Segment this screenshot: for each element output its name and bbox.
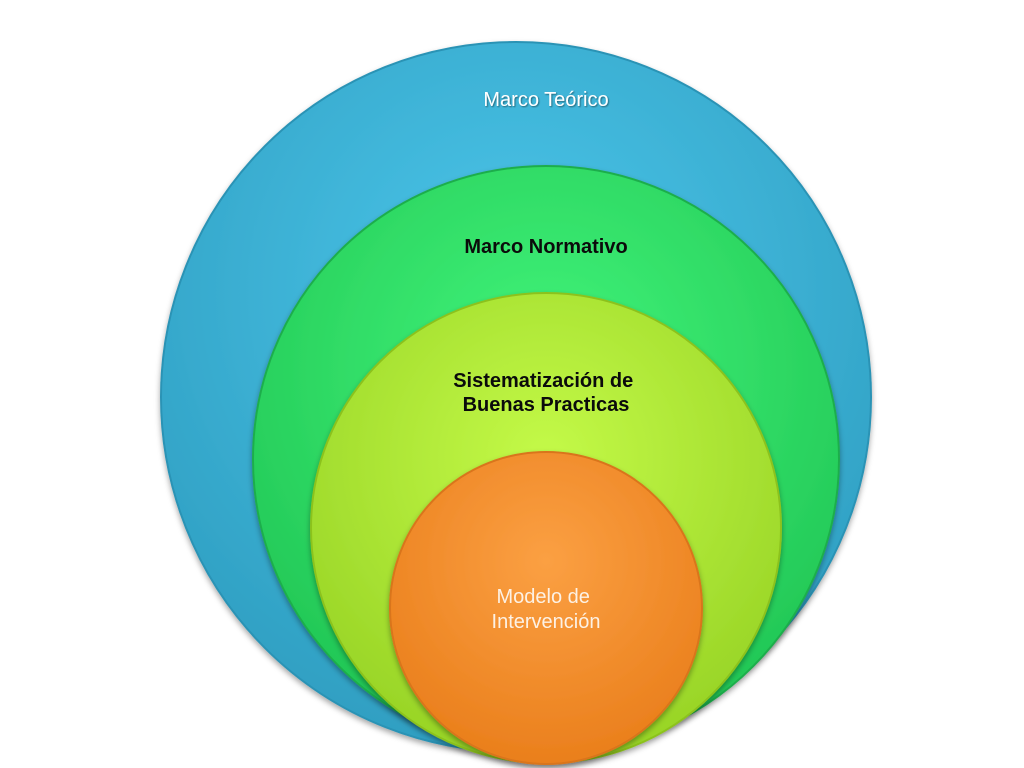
label-modelo-intervencion: Modelo de Intervención [492,586,601,633]
circle-modelo-intervencion: Modelo de Intervención [389,451,703,765]
label-marco-teorico: Marco Teórico [483,89,608,111]
label-buenas-practicas: Sistematización de Buenas Practicas [453,370,639,416]
circle-orange-shape [389,451,703,765]
label-marco-normativo: Marco Normativo [464,236,627,258]
